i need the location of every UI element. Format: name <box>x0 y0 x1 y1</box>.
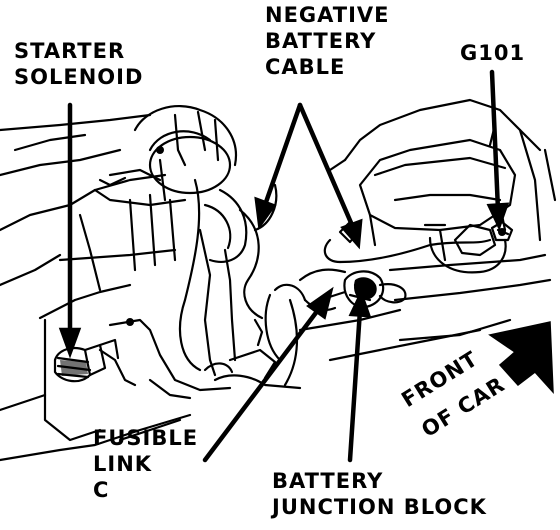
negative-battery-cable-label: NEGATIVE BATTERY CABLE <box>265 2 390 80</box>
arrow-negative-cable-right <box>297 102 363 250</box>
battery-junction-block-label: BATTERY JUNCTION BLOCK <box>272 468 487 520</box>
alternator-terminal <box>156 146 164 154</box>
ground-bolt-fill <box>498 228 506 236</box>
arrow-junction-block <box>347 289 372 463</box>
front-of-car-arrow <box>488 321 554 395</box>
junction-block <box>273 270 407 311</box>
negative-battery-cable-label-line2: BATTERY <box>265 29 377 53</box>
fusible-link-label-line2: LINK <box>93 452 153 476</box>
arrow-g101 <box>486 69 510 231</box>
negative-battery-cable-label-line3: CABLE <box>265 55 346 79</box>
negative-battery-cable <box>298 220 492 282</box>
fusible-link-label-line3: C <box>93 478 110 502</box>
fusible-link-label: FUSIBLE LINK C <box>93 425 198 503</box>
solenoid-fill <box>60 360 88 376</box>
alternator <box>133 105 248 377</box>
starter-solenoid-label-line2: SOLENOID <box>14 65 144 89</box>
starter-solenoid-label: STARTER SOLENOID <box>14 38 143 90</box>
arrow-fusible-link <box>202 286 334 463</box>
arrow-starter-solenoid <box>58 102 82 359</box>
solenoid-terminal <box>126 318 134 326</box>
junction-block-fill <box>354 277 377 300</box>
battery-junction-block-label-line1: BATTERY <box>272 469 384 493</box>
negative-battery-cable-label-line1: NEGATIVE <box>265 3 390 27</box>
battery <box>328 98 542 262</box>
arrow-negative-cable-left <box>254 102 303 230</box>
engine-block <box>0 113 192 462</box>
starter-solenoid-label-line1: STARTER <box>14 39 126 63</box>
lower-details <box>118 318 277 442</box>
g101-label: G101 <box>460 41 526 65</box>
battery-junction-block-label-line2: JUNCTION BLOCK <box>272 495 487 519</box>
fusible-link-label-line1: FUSIBLE <box>93 426 199 450</box>
